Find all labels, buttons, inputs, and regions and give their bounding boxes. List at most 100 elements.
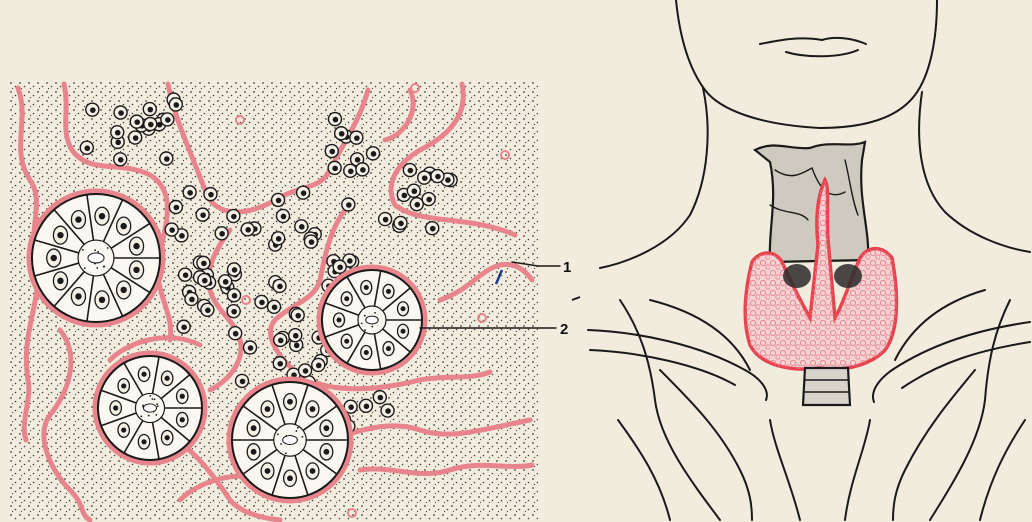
lymphocyte-cell: [219, 275, 232, 288]
lymphocyte-cell: [328, 113, 341, 126]
lymphocyte-cell: [169, 200, 182, 213]
lymphocyte-cell: [373, 391, 386, 404]
lymphocyte-cell: [143, 103, 156, 116]
lymphocyte-cell: [215, 227, 228, 240]
lymphocyte-cell: [342, 198, 355, 211]
chin-outline: [676, 0, 937, 128]
lymphocyte-cell: [295, 220, 308, 233]
lymphocyte-cell: [422, 193, 435, 206]
shadow-right: [834, 264, 862, 288]
lymphocyte-cell: [183, 186, 196, 199]
neck-right-side: [919, 92, 1030, 252]
lymphocyte-cell: [114, 106, 127, 119]
follicle-colloid: [366, 316, 379, 324]
lymphocyte-cell: [179, 268, 192, 281]
lymphocyte-cell: [272, 232, 285, 245]
neck-thyroid-panel: [588, 0, 1030, 520]
lymphocyte-cell: [325, 145, 338, 158]
thyroid-texture: [745, 180, 896, 369]
lymphocyte-cell: [196, 208, 209, 221]
lymphocyte-cell: [272, 193, 285, 206]
right-shoulder-line: [895, 290, 985, 360]
lymphocyte-cell: [379, 213, 392, 226]
lymphocyte-cell: [291, 309, 304, 322]
thyroid-follicle: [29, 191, 163, 325]
lymphocyte-cell: [227, 305, 240, 318]
follicle-colloid: [283, 435, 298, 444]
lymphocyte-cell: [228, 289, 241, 302]
lymphocyte-cell: [273, 279, 286, 292]
lymphocyte-cell: [407, 184, 420, 197]
lymphocyte-cell: [335, 127, 348, 140]
lymphocyte-cell: [201, 303, 214, 316]
trachea: [803, 368, 850, 405]
lymphocyte-cell: [312, 358, 325, 371]
label-1: 1: [563, 259, 571, 276]
lymphocyte-cell: [161, 113, 174, 126]
lymphocyte-cell: [114, 153, 127, 166]
thyroid-follicle: [319, 267, 425, 373]
follicle-colloid: [143, 404, 156, 412]
neck-left-side: [600, 88, 708, 268]
sternum-left: [770, 420, 800, 520]
lymphocyte-cell: [198, 274, 211, 287]
right-rib-outer: [980, 420, 1025, 520]
left-rib-outer: [618, 420, 670, 520]
lymphocyte-cell: [241, 223, 254, 236]
lymphocyte-cell: [356, 163, 369, 176]
lymphocyte-cell: [359, 399, 372, 412]
lymphocyte-cell: [80, 141, 93, 154]
lymphocyte-cell: [86, 103, 99, 116]
lymphocyte-cell: [276, 209, 289, 222]
lymphocyte-cell: [165, 223, 178, 236]
lymphocyte-cell: [236, 374, 249, 387]
lymphocyte-cell: [177, 320, 190, 333]
lymphocyte-cell: [431, 170, 444, 183]
mouth-lower-lip: [786, 50, 858, 56]
lymphocyte-cell: [350, 131, 363, 144]
lymphocyte-cell: [344, 164, 357, 177]
right-rib-inner: [893, 370, 975, 520]
lymphocyte-cell: [381, 404, 394, 417]
lymphocyte-cell: [418, 171, 431, 184]
lymphocyte-cell: [273, 357, 286, 370]
thyroid-follicle: [229, 379, 351, 501]
tissue-section-panel: 1 2: [10, 82, 580, 520]
lymphocyte-cell: [229, 327, 242, 340]
thyroid-follicle: [95, 353, 205, 463]
lymphocyte-cell: [228, 263, 241, 276]
lymphocyte-cell: [333, 260, 346, 273]
lymphocyte-cell: [289, 329, 302, 342]
lymphocyte-cell: [410, 198, 423, 211]
larynx: [755, 142, 868, 262]
follicle-colloid: [88, 253, 104, 263]
lymphocyte-cell: [227, 210, 240, 223]
thyroid-gland: [745, 180, 896, 369]
lymphocyte-cell: [244, 341, 257, 354]
lymphocyte-cell: [255, 295, 268, 308]
lymphocyte-cell: [268, 300, 281, 313]
left-rib: [620, 300, 720, 520]
lymphocyte-cell: [297, 186, 310, 199]
lymphocyte-cell: [169, 98, 182, 111]
lymphocyte-cell: [299, 364, 312, 377]
lymphocyte-cell: [160, 152, 173, 165]
lymphocyte-cell: [403, 164, 416, 177]
shadow-left: [783, 264, 811, 288]
lymphocyte-cell: [144, 118, 157, 131]
lymphocyte-cell: [204, 188, 217, 201]
lymphocyte-cell: [394, 216, 407, 229]
lymphocyte-cell: [304, 235, 317, 248]
stray-mark: [572, 297, 580, 300]
lymphocyte-cell: [185, 292, 198, 305]
lymphocyte-cell: [130, 115, 143, 128]
left-rib-inner: [660, 370, 752, 520]
left-clavicle: [588, 330, 767, 400]
mouth-upper-lip: [760, 38, 866, 44]
lymphocyte-cell: [367, 147, 380, 160]
label-2: 2: [560, 321, 568, 338]
lymphocyte-cell: [111, 126, 124, 139]
lymphocyte-cell: [129, 131, 142, 144]
lymphocyte-cell: [274, 333, 287, 346]
